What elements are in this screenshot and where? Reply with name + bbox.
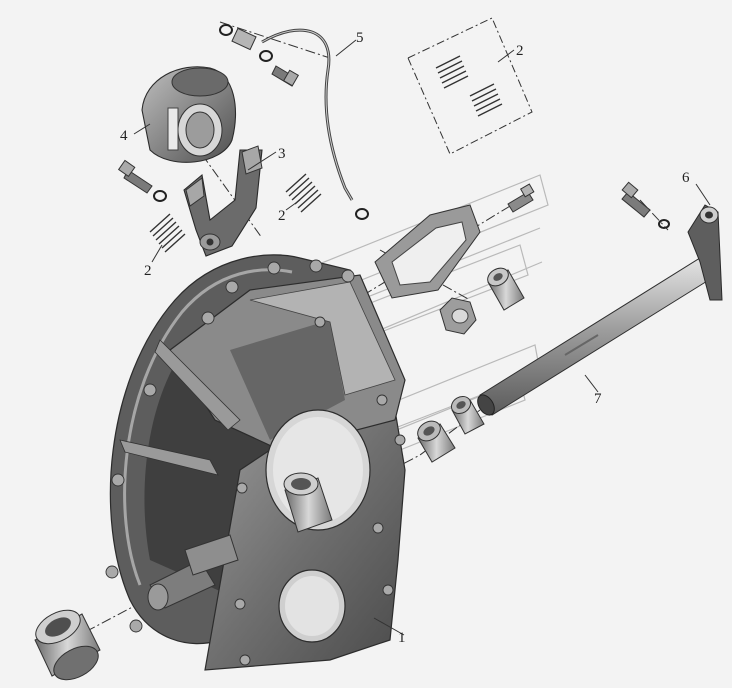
gasket-bolt: [507, 183, 535, 213]
spring-lower: [149, 213, 186, 253]
hex-nut: [439, 297, 477, 335]
release-bearing: [141, 66, 237, 163]
shaft-bushing-1: [417, 420, 456, 463]
callout-5: 5: [356, 30, 364, 46]
callout-6: 6: [682, 170, 690, 186]
callout-2-kit: 2: [516, 43, 524, 59]
callout-1: 1: [398, 630, 406, 646]
callout-4: 4: [120, 128, 128, 144]
callout-3: 3: [278, 146, 286, 162]
callout-2-lower: 2: [144, 263, 152, 279]
spring-kit-box: [407, 17, 533, 155]
lubrication-hose: [219, 24, 369, 220]
bushing-front: [34, 609, 101, 681]
bushing-upper: [487, 267, 525, 311]
lever-bolt: [621, 181, 670, 229]
gasket: [374, 204, 481, 299]
spring-mid: [285, 173, 322, 213]
flywheel-housing: [105, 254, 406, 671]
hose-bolt: [271, 65, 300, 87]
fork-bolt: [117, 159, 167, 202]
release-lever: [687, 204, 723, 301]
callout-2-mid: 2: [278, 208, 286, 224]
release-fork: [183, 145, 263, 257]
callout-7: 7: [594, 391, 602, 407]
shaft-bushing-2: [450, 395, 485, 435]
callout-leaders: [133, 39, 711, 636]
